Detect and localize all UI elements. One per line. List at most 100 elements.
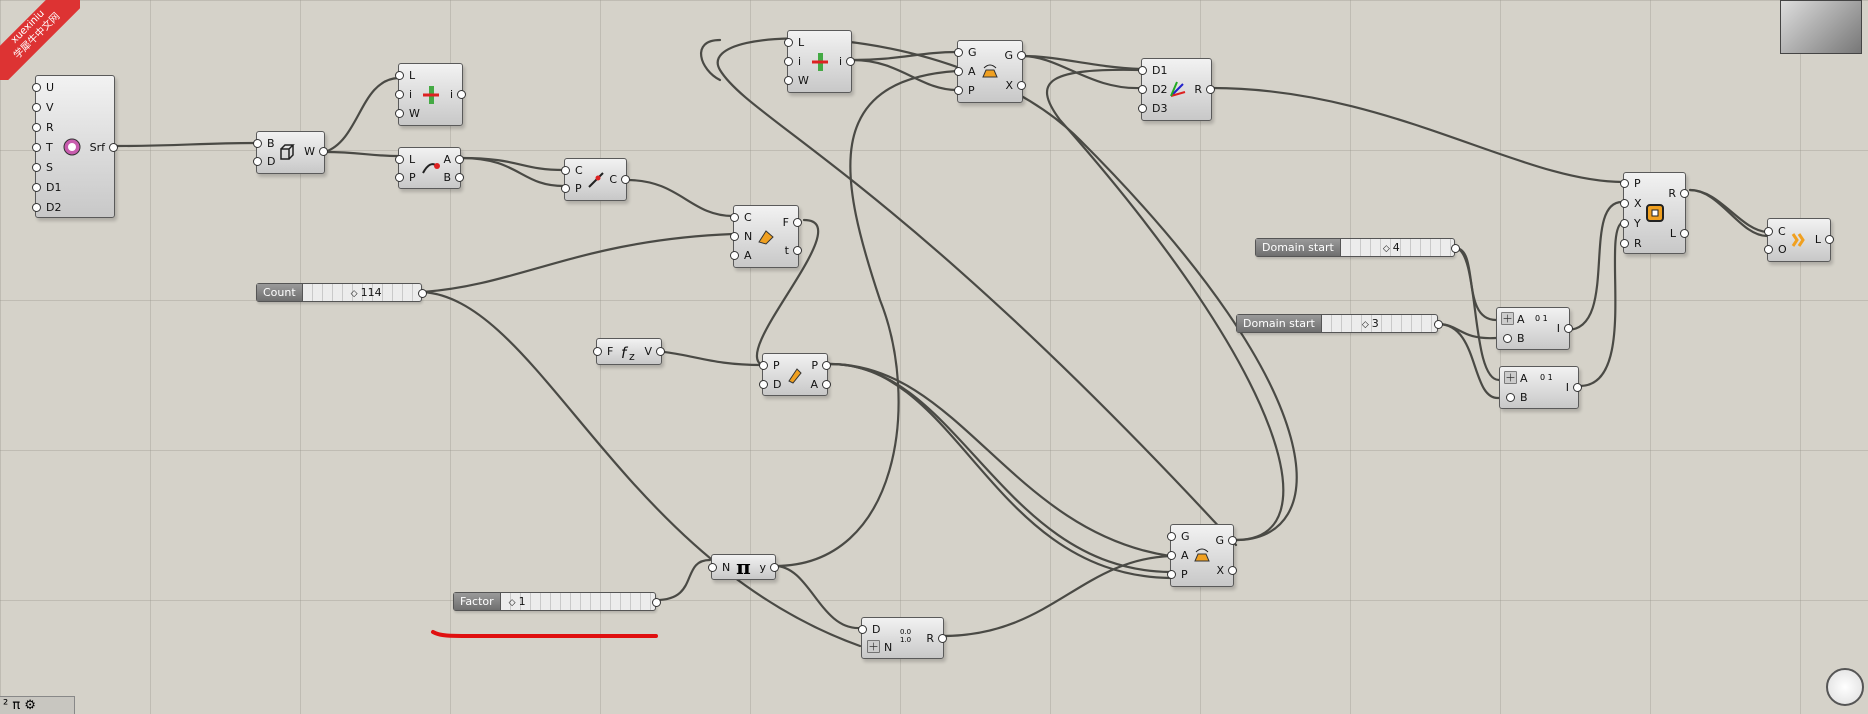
input-d1[interactable]: D1 [1137, 64, 1168, 77]
curve-component[interactable]: C P C [561, 158, 630, 201]
range-component[interactable]: D N R 0.0 1.0 [857, 617, 947, 659]
input-c[interactable]: C [1764, 225, 1786, 238]
output-l[interactable]: L [1814, 233, 1835, 246]
endpoints-component[interactable]: L P A B [394, 147, 463, 189]
line-intersect-component-2[interactable]: L i W i [783, 30, 856, 93]
input-c[interactable]: C [730, 211, 752, 224]
output-r[interactable]: R [926, 632, 947, 645]
domain-start-slider-3[interactable]: Domain start 3 [1236, 314, 1443, 333]
input-f[interactable]: F [592, 345, 614, 358]
input-l[interactable]: L [394, 69, 416, 82]
output-x[interactable]: X [1216, 564, 1236, 577]
slider-track[interactable]: 3 [1321, 315, 1437, 332]
line-intersect-component[interactable]: L i W i [394, 63, 467, 126]
graph-component[interactable]: G A P G X [954, 40, 1025, 103]
input-a[interactable]: A [1506, 372, 1528, 385]
input-v[interactable]: V [32, 101, 54, 114]
input-n[interactable]: N [707, 561, 731, 574]
output-f[interactable]: F [782, 216, 804, 229]
output-c[interactable]: C [609, 173, 630, 186]
input-u[interactable]: U [31, 81, 55, 94]
output-r[interactable]: R [1668, 187, 1689, 200]
input-a[interactable]: A [954, 65, 976, 78]
input-p[interactable]: P [561, 182, 582, 195]
input-c[interactable]: C [561, 164, 583, 177]
input-s[interactable]: S [32, 161, 53, 174]
output-w[interactable]: W [304, 145, 328, 158]
output-g[interactable]: G [1215, 534, 1236, 547]
input-w[interactable]: W [784, 74, 809, 87]
construct-domain-component[interactable]: A B I 0 1 [1496, 307, 1575, 350]
input-i[interactable]: i [394, 88, 413, 101]
output-b[interactable]: B [443, 171, 463, 184]
input-d2[interactable]: D2 [31, 201, 62, 214]
slider-track[interactable]: 1 [500, 593, 655, 610]
output-t[interactable]: t [784, 244, 804, 257]
input-d3[interactable]: D3 [1137, 102, 1168, 115]
input-n[interactable]: N [729, 230, 753, 243]
input-a[interactable]: A [1503, 313, 1525, 326]
input-w[interactable]: W [395, 107, 420, 120]
input-a[interactable]: A [730, 249, 752, 262]
factor-slider[interactable]: Factor 1 [453, 592, 661, 611]
graph-component-2[interactable]: G A P G X [1167, 524, 1236, 587]
input-x[interactable]: X [1620, 197, 1642, 210]
surface-component[interactable]: U V R T S D1 D2 Srf [31, 75, 119, 218]
output-y[interactable]: y [759, 561, 778, 574]
output-v[interactable]: V [644, 345, 664, 358]
pi-component[interactable]: N y π [707, 554, 778, 580]
input-d[interactable]: D [857, 623, 881, 636]
offset-component[interactable]: C O L [1764, 218, 1835, 262]
input-b[interactable]: B [1506, 391, 1528, 404]
bottom-toolbar[interactable]: ² π ⚙ [0, 696, 75, 714]
input-b[interactable]: B [1503, 332, 1525, 345]
parameter-component[interactable]: P D P A [758, 353, 830, 396]
output-i[interactable]: i [449, 88, 467, 101]
input-r[interactable]: R [32, 121, 54, 134]
input-a[interactable]: A [1167, 549, 1189, 562]
input-p[interactable]: P [395, 171, 416, 184]
rectangle-component[interactable]: P X Y R R L [1620, 172, 1690, 254]
navigation-compass[interactable] [1826, 668, 1864, 706]
output-srf[interactable]: Srf [89, 141, 119, 154]
output-a[interactable]: A [810, 378, 830, 391]
input-l[interactable]: L [394, 153, 416, 166]
input-t[interactable]: T [32, 141, 53, 154]
domain-start-slider-4[interactable]: Domain start 4 [1255, 238, 1460, 257]
output-p[interactable]: P [811, 359, 830, 372]
divide-curve-component[interactable]: C N A F t [729, 205, 804, 268]
input-g[interactable]: G [954, 46, 977, 59]
input-p[interactable]: P [1167, 568, 1188, 581]
slider-track[interactable]: 4 [1340, 239, 1454, 256]
output-l[interactable]: L [1669, 227, 1690, 240]
output-i[interactable]: I [1556, 322, 1575, 335]
input-n[interactable]: N [869, 641, 893, 654]
input-d[interactable]: D [758, 378, 782, 391]
input-d1[interactable]: D1 [31, 181, 62, 194]
box-component[interactable]: B D W [252, 131, 328, 174]
input-p[interactable]: P [954, 84, 975, 97]
output-x[interactable]: X [1005, 79, 1025, 92]
input-d[interactable]: D [252, 155, 276, 168]
input-o[interactable]: O [1764, 243, 1787, 256]
count-slider[interactable]: Count 114 [256, 283, 427, 302]
vector-component[interactable]: D1 D2 D3 R [1137, 58, 1215, 121]
output-i[interactable]: I [1565, 381, 1584, 394]
output-a[interactable]: A [443, 153, 463, 166]
output-r[interactable]: R [1194, 83, 1215, 96]
input-g[interactable]: G [1167, 530, 1190, 543]
input-b[interactable]: B [253, 137, 275, 150]
construct-domain-component-2[interactable]: A B I 0 1 [1499, 366, 1584, 409]
input-p[interactable]: P [1620, 177, 1641, 190]
input-y[interactable]: Y [1620, 217, 1641, 230]
slider-track[interactable]: 114 [302, 284, 421, 301]
output-i[interactable]: i [838, 55, 856, 68]
input-r[interactable]: R [1620, 237, 1642, 250]
input-d2[interactable]: D2 [1137, 83, 1168, 96]
output-g[interactable]: G [1004, 49, 1025, 62]
input-i[interactable]: i [783, 55, 802, 68]
input-p[interactable]: P [759, 359, 780, 372]
input-l[interactable]: L [783, 36, 805, 49]
